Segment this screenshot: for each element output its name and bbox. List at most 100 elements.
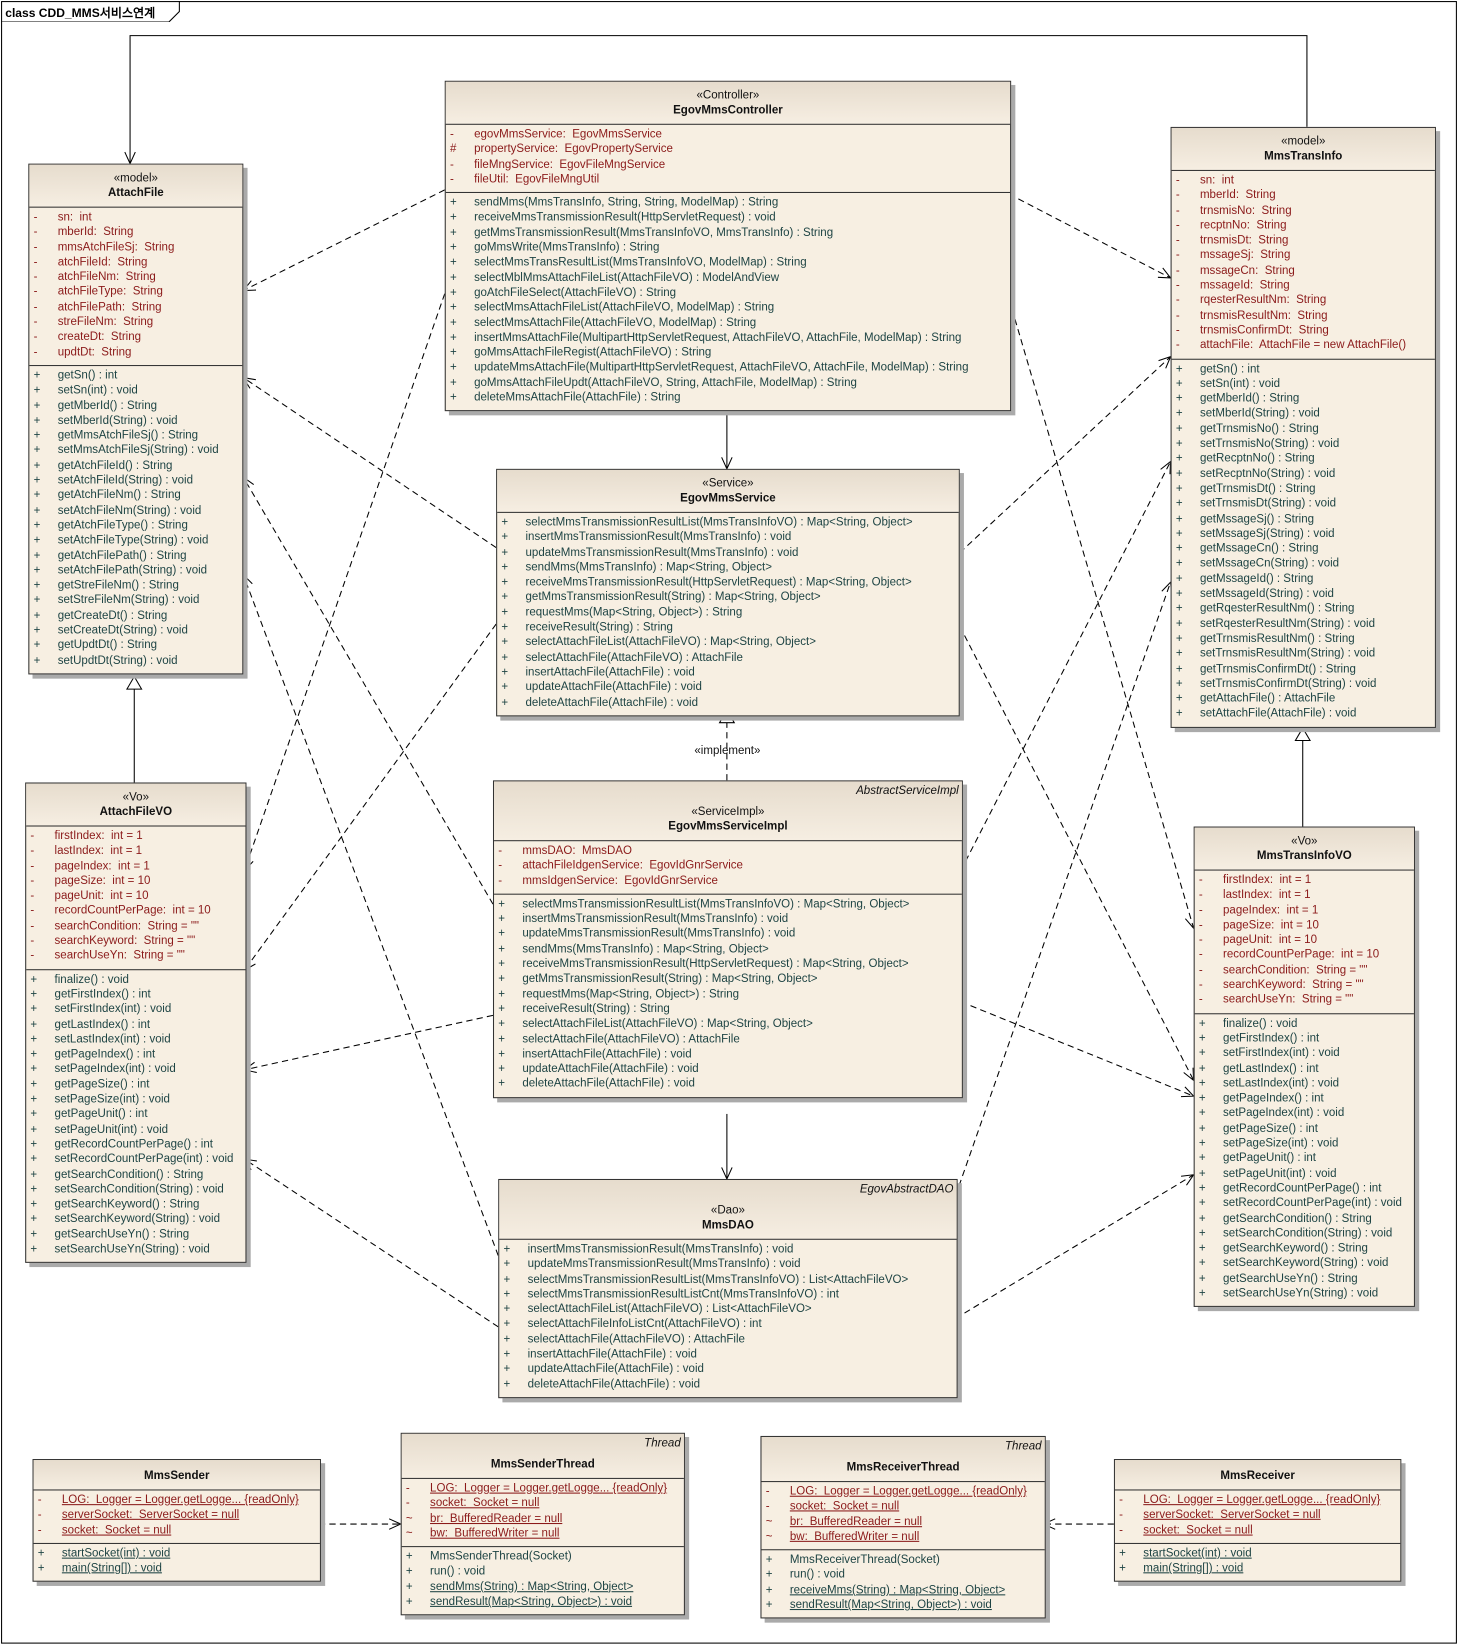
attribute-row[interactable]: -egovMmsService: EgovMmsService — [446, 127, 1010, 142]
attribute-row[interactable]: -mmsIdgenService: EgovIdGnrService — [494, 873, 962, 888]
operation-row[interactable]: +goAtchFileSelect(AttachFileVO) : String — [446, 285, 1010, 300]
operation-row[interactable]: +setSn(int) : void — [1172, 376, 1435, 391]
operation-row[interactable]: +setPageSize(int) : void — [26, 1092, 245, 1107]
operation-row[interactable]: +receiveMms(String) : Map<String, Object… — [762, 1583, 1045, 1598]
attribute-row[interactable]: -mberId: String — [1172, 188, 1435, 203]
operation-row[interactable]: +updateMmsTransmissionResult(MmsTransInf… — [494, 927, 962, 942]
attribute-row[interactable]: -mmsAtchFileSj: String — [29, 240, 242, 255]
attribute-row[interactable]: -firstIndex: int = 1 — [1195, 873, 1414, 888]
attribute-row[interactable]: -searchCondition: String = "" — [1195, 963, 1414, 978]
operation-row[interactable]: +getSearchCondition() : String — [1195, 1211, 1414, 1226]
operation-row[interactable]: +getMberId() : String — [1172, 391, 1435, 406]
class-egov-mms-controller[interactable]: «Controller»EgovMmsController-egovMmsSer… — [444, 80, 1012, 412]
operation-row[interactable]: +sendMms(String) : Map<String, Object> — [402, 1579, 684, 1594]
operation-row[interactable]: +setLastIndex(int) : void — [1195, 1076, 1414, 1091]
attribute-row[interactable]: -LOG: Logger = Logger.getLogge... {readO… — [1115, 1493, 1400, 1508]
class-mms-sender[interactable]: MmsSender-LOG: Logger = Logger.getLogge.… — [32, 1459, 321, 1583]
operation-row[interactable]: +setTrnsmisDt(String) : void — [1172, 496, 1435, 511]
operation-row[interactable]: +getSearchKeyword() : String — [1195, 1241, 1414, 1256]
operation-row[interactable]: +getSearchUseYn() : String — [26, 1227, 245, 1242]
attribute-row[interactable]: -createDt: String — [29, 330, 242, 345]
attribute-row[interactable]: -searchKeyword: String = "" — [1195, 978, 1414, 993]
attribute-row[interactable]: -attachFile: AttachFile = new AttachFile… — [1172, 338, 1435, 353]
operation-row[interactable]: +getCreateDt() : String — [29, 608, 242, 623]
attribute-row[interactable]: -mmsDAO: MmsDAO — [494, 843, 962, 858]
attribute-row[interactable]: -lastIndex: int = 1 — [26, 844, 245, 859]
operation-row[interactable]: +requestMms(Map<String, Object>) : Strin… — [497, 605, 959, 620]
attribute-row[interactable]: -atchFilePath: String — [29, 300, 242, 315]
attribute-row[interactable]: -lastIndex: int = 1 — [1195, 888, 1414, 903]
operation-row[interactable]: +selectMmsTransmissionResultListCnt(MmsT… — [499, 1287, 956, 1302]
attribute-row[interactable]: -pageUnit: int = 10 — [26, 889, 245, 904]
operation-row[interactable]: +getAtchFilePath() : String — [29, 548, 242, 563]
operation-row[interactable]: +setUpdtDt(String) : void — [29, 653, 242, 668]
attribute-row[interactable]: -sn: int — [29, 210, 242, 225]
operation-row[interactable]: +setSn(int) : void — [29, 383, 242, 398]
attribute-row[interactable]: -fileMngService: EgovFileMngService — [446, 157, 1010, 172]
attribute-row[interactable]: -mssageCn: String — [1172, 263, 1435, 278]
operation-row[interactable]: +getPageUnit() : int — [1195, 1151, 1414, 1166]
attribute-row[interactable]: -LOG: Logger = Logger.getLogge... {readO… — [402, 1481, 684, 1496]
operation-row[interactable]: +getAtchFileNm() : String — [29, 488, 242, 503]
attribute-row[interactable]: -streFileNm: String — [29, 315, 242, 330]
attribute-row[interactable]: -atchFileNm: String — [29, 270, 242, 285]
attribute-row[interactable]: -pageUnit: int = 10 — [1195, 933, 1414, 948]
attribute-row[interactable]: -atchFileId: String — [29, 255, 242, 270]
operation-row[interactable]: +setSearchKeyword(String) : void — [1195, 1256, 1414, 1271]
operation-row[interactable]: +setRqesterResultNm(String) : void — [1172, 616, 1435, 631]
attribute-row[interactable]: -socket: Socket = null — [402, 1496, 684, 1511]
operation-row[interactable]: +deleteAttachFile(AttachFile) : void — [497, 695, 959, 710]
attribute-row[interactable]: -sn: int — [1172, 173, 1435, 188]
operation-row[interactable]: +setAtchFileNm(String) : void — [29, 503, 242, 518]
attribute-row[interactable]: -recordCountPerPage: int = 10 — [26, 904, 245, 919]
operation-row[interactable]: +setSearchKeyword(String) : void — [26, 1212, 245, 1227]
operation-row[interactable]: +selectMmsTransmissionResultList(MmsTran… — [497, 515, 959, 530]
operation-row[interactable]: +selectMmsTransmissionResultList(MmsTran… — [494, 897, 962, 912]
attribute-row[interactable]: -LOG: Logger = Logger.getLogge... {readO… — [762, 1484, 1045, 1499]
operation-row[interactable]: +finalize() : void — [26, 972, 245, 987]
operation-row[interactable]: +receiveResult(String) : String — [497, 620, 959, 635]
operation-row[interactable]: +getAtchFileId() : String — [29, 458, 242, 473]
operation-row[interactable]: +setLastIndex(int) : void — [26, 1032, 245, 1047]
operation-row[interactable]: +selectAttachFile(AttachFileVO) : Attach… — [499, 1332, 956, 1347]
class-attach-file[interactable]: «model»AttachFile-sn: int-mberId: String… — [28, 163, 244, 675]
operation-row[interactable]: +getMssageCn() : String — [1172, 541, 1435, 556]
operation-row[interactable]: +setMberId(String) : void — [29, 413, 242, 428]
operation-row[interactable]: +getTrnsmisNo() : String — [1172, 421, 1435, 436]
operation-row[interactable]: +getMmsAtchFileSj() : String — [29, 428, 242, 443]
operation-row[interactable]: +sendMms(MmsTransInfo) : Map<String, Obj… — [497, 560, 959, 575]
operation-row[interactable]: +setPageUnit(int) : void — [26, 1122, 245, 1137]
operation-row[interactable]: +setPageUnit(int) : void — [1195, 1166, 1414, 1181]
attribute-row[interactable]: -socket: Socket = null — [1115, 1523, 1400, 1538]
attribute-row[interactable]: -trnsmisConfirmDt: String — [1172, 323, 1435, 338]
operation-row[interactable]: +sendMms(MmsTransInfo, String, String, M… — [446, 195, 1010, 210]
attribute-row[interactable]: -atchFileType: String — [29, 285, 242, 300]
operation-row[interactable]: +getSearchUseYn() : String — [1195, 1271, 1414, 1286]
attribute-row[interactable]: -firstIndex: int = 1 — [26, 829, 245, 844]
attribute-row[interactable]: -socket: Socket = null — [762, 1499, 1045, 1514]
operation-row[interactable]: +selectAttachFile(AttachFileVO) : Attach… — [494, 1032, 962, 1047]
operation-row[interactable]: +run() : void — [402, 1564, 684, 1579]
operation-row[interactable]: +setSearchCondition(String) : void — [1195, 1226, 1414, 1241]
operation-row[interactable]: +updateAttachFile(AttachFile) : void — [499, 1362, 956, 1377]
operation-row[interactable]: +main(String[]) : void — [1115, 1561, 1400, 1576]
operation-row[interactable]: +getMssageId() : String — [1172, 571, 1435, 586]
operation-row[interactable]: +insertMmsTransmissionResult(MmsTransInf… — [497, 530, 959, 545]
operation-row[interactable]: +main(String[]) : void — [34, 1561, 320, 1576]
operation-row[interactable]: +getRecordCountPerPage() : int — [26, 1137, 245, 1152]
operation-row[interactable]: +insertMmsTransmissionResult(MmsTransInf… — [499, 1242, 956, 1257]
operation-row[interactable]: +setPageIndex(int) : void — [1195, 1106, 1414, 1121]
attribute-row[interactable]: ~br: BufferedReader = null — [762, 1514, 1045, 1529]
operation-row[interactable]: +getUpdtDt() : String — [29, 638, 242, 653]
operation-row[interactable]: +getMmsTransmissionResult(String) : Map<… — [497, 590, 959, 605]
operation-row[interactable]: +startSocket(int) : void — [34, 1546, 320, 1561]
operation-row[interactable]: +getTrnsmisDt() : String — [1172, 481, 1435, 496]
operation-row[interactable]: +goMmsWrite(MmsTransInfo) : String — [446, 240, 1010, 255]
operation-row[interactable]: +setAtchFileType(String) : void — [29, 533, 242, 548]
operation-row[interactable]: +setSearchUseYn(String) : void — [26, 1242, 245, 1257]
attribute-row[interactable]: -pageSize: int = 10 — [26, 874, 245, 889]
operation-row[interactable]: +goMmsAttachFileUpdt(AttachFileVO, Strin… — [446, 375, 1010, 390]
operation-row[interactable]: +getSn() : int — [29, 368, 242, 383]
operation-row[interactable]: +getTrnsmisResultNm() : String — [1172, 631, 1435, 646]
